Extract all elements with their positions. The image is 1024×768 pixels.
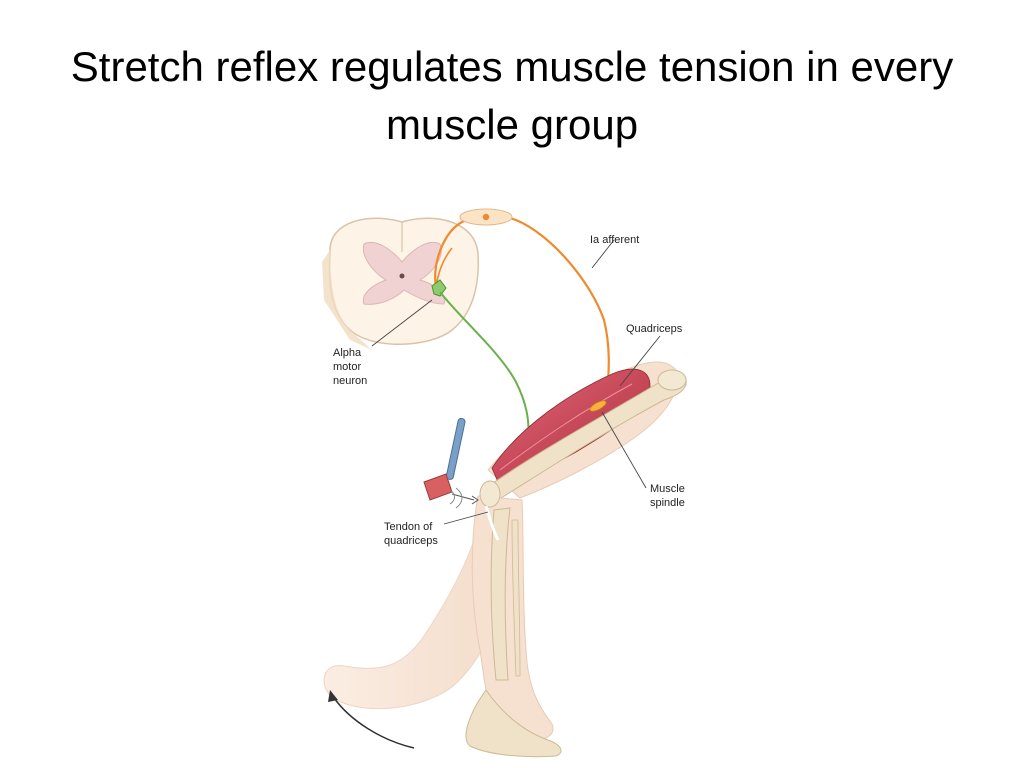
label-spindle-line-1: Muscle [650,483,685,495]
slide-title: Stretch reflex regulates muscle tension … [70,43,954,148]
motion-arrow-icon [328,690,415,749]
label-muscle-spindle: Muscle spindle [650,483,688,509]
label-alpha-line-1: Alpha [333,347,362,359]
foot [465,689,562,758]
alpha-motor-neuron-body [431,279,447,297]
reflex-hammer-icon [423,417,479,509]
muscle-spindle [589,400,607,412]
spinal-cord-section [322,217,479,350]
lower-leg [465,480,562,758]
ia-afferent-nerve [434,208,610,397]
label-tendon-of-quadriceps: Tendon of quadriceps [384,521,438,547]
thigh [485,361,687,501]
label-quadriceps: Quadriceps [626,323,683,335]
label-ia-afferent: Ia afferent [590,234,639,246]
fibula [511,519,521,677]
label-tendon-line-2: quadriceps [384,535,438,547]
gray-matter [362,242,446,305]
patella [479,480,501,508]
leader-lines [371,239,661,525]
label-alpha-motor-neuron: Alpha motor neuron [333,347,367,387]
label-spindle-line-2: spindle [650,497,685,509]
tibia [490,507,511,681]
label-alpha-line-3: neuron [333,375,367,387]
central-canal [399,273,405,279]
label-alpha-line-2: motor [333,361,361,373]
quadriceps-tendon [484,505,500,541]
label-tendon-line-1: Tendon of [384,521,433,533]
